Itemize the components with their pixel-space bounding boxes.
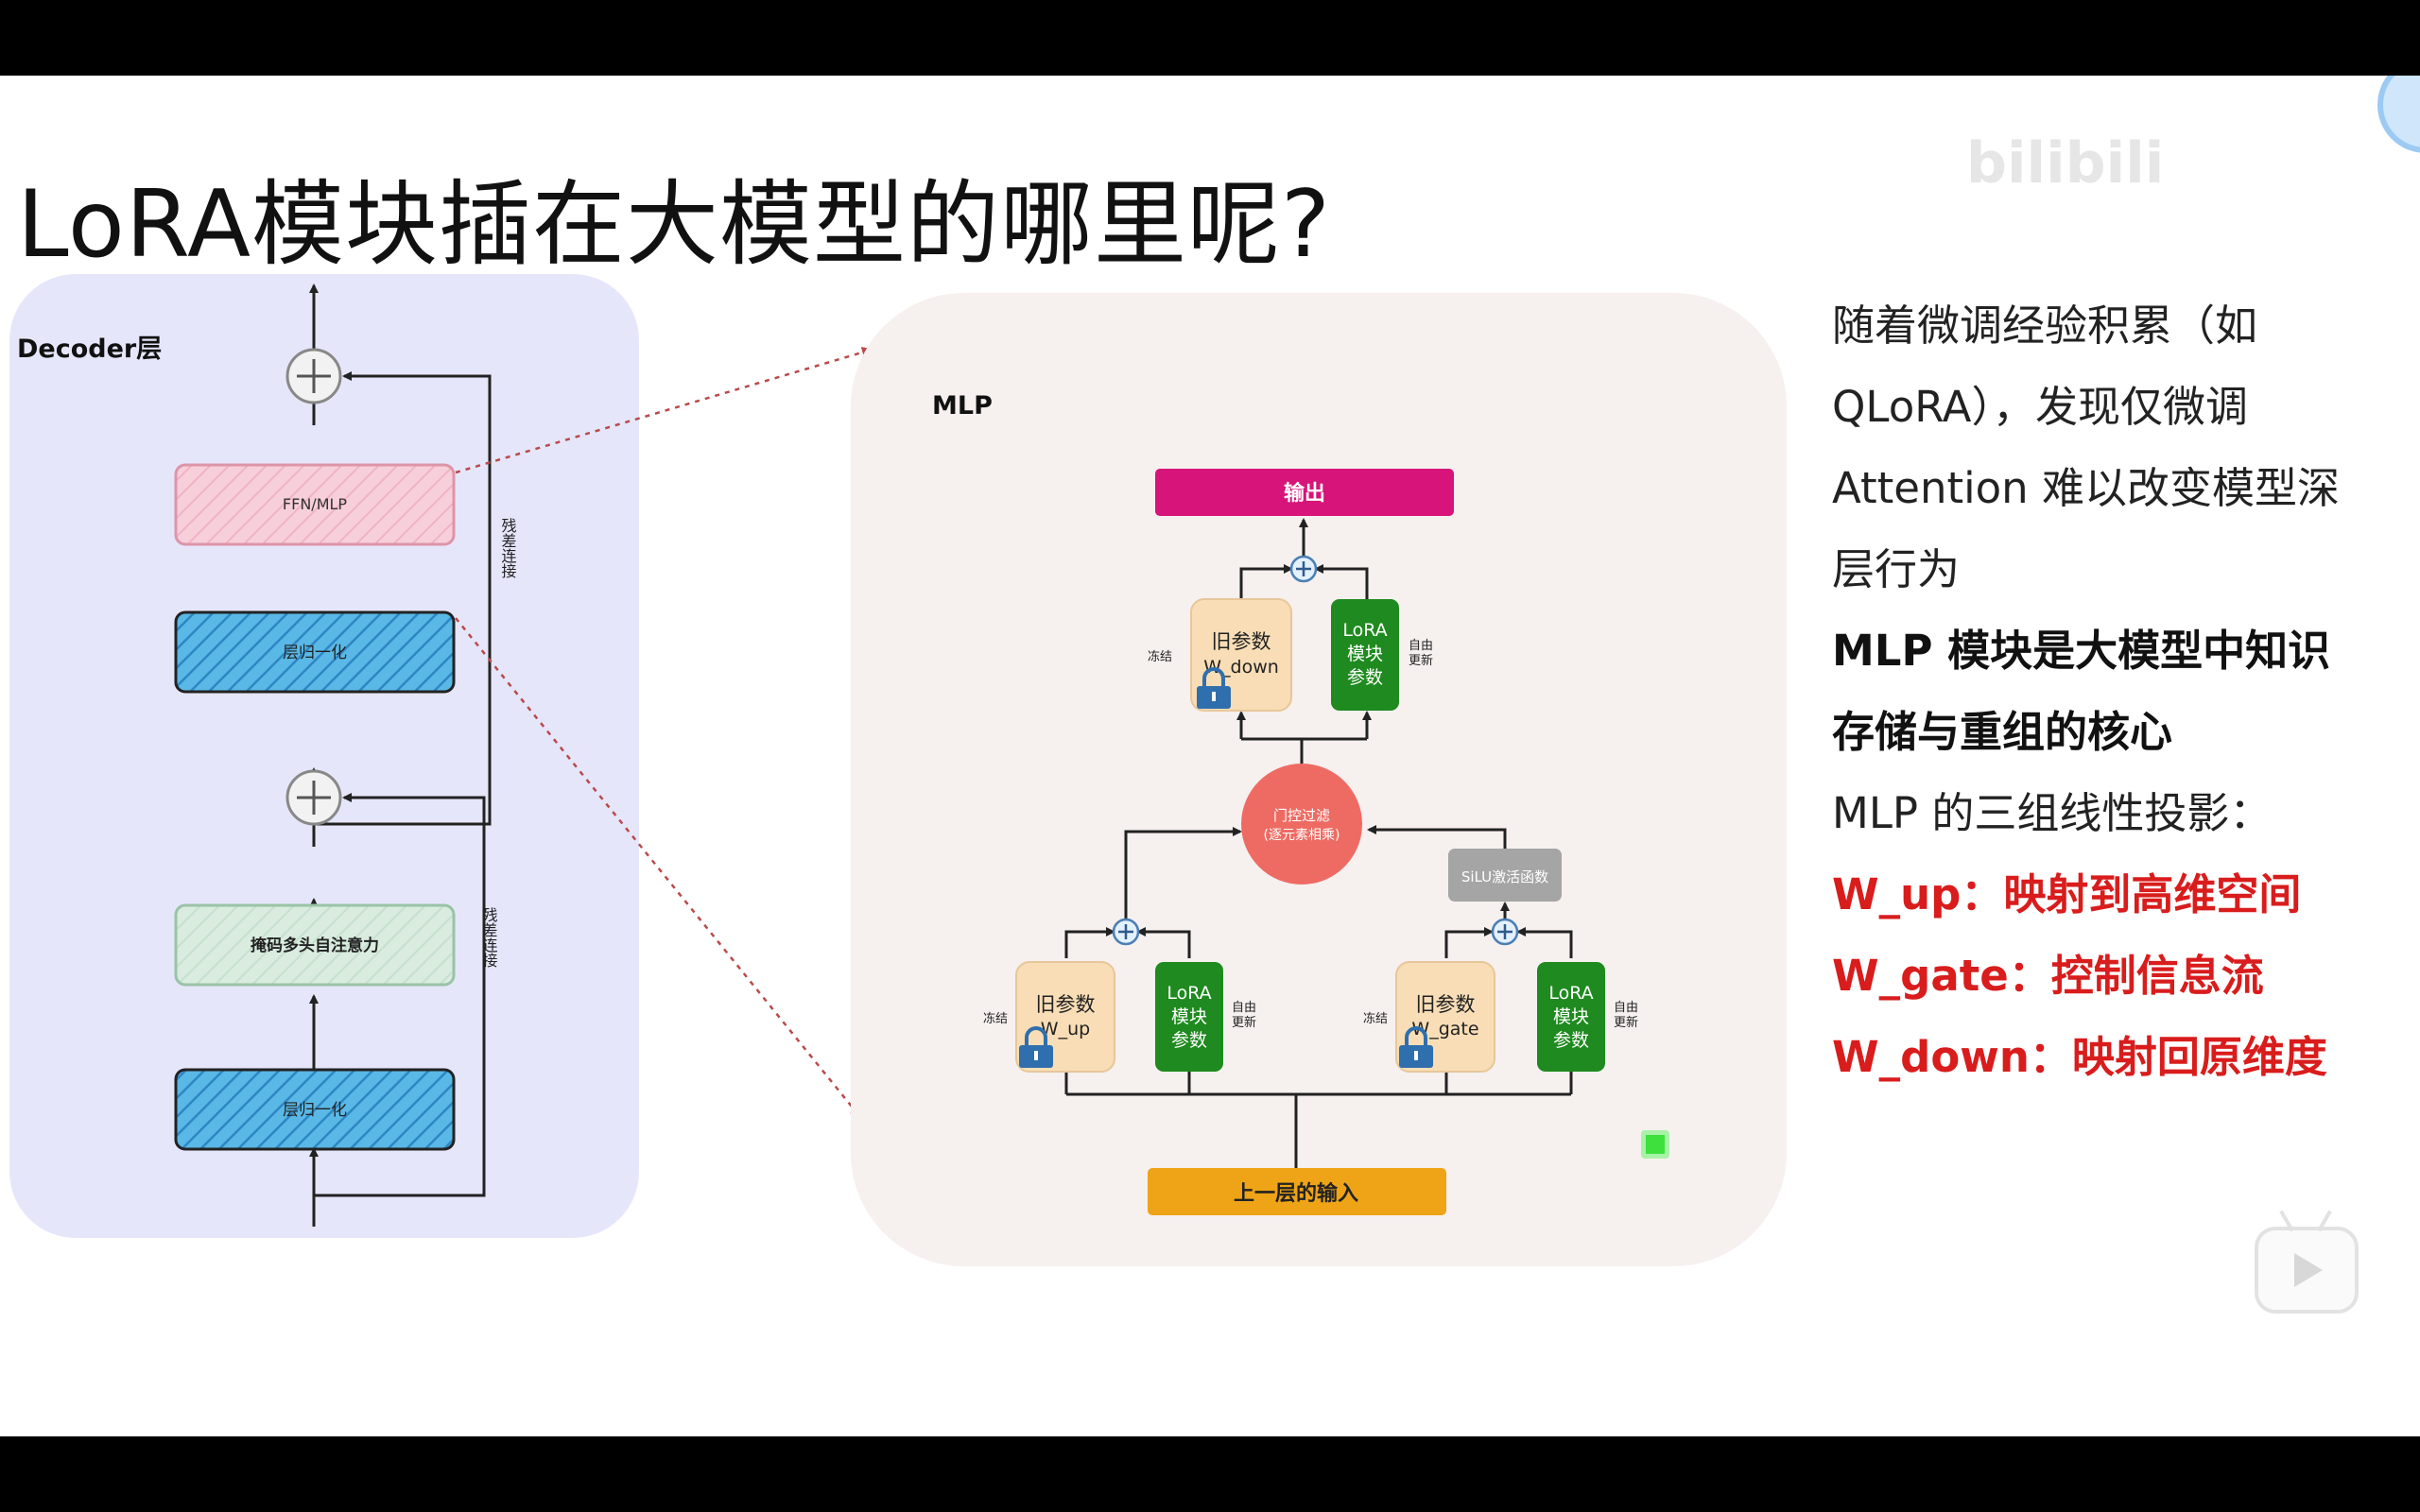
norm-bottom-label: 层归一化 xyxy=(283,1101,347,1120)
lock-icon xyxy=(1019,1026,1053,1068)
norm-box-bottom xyxy=(174,1068,456,1151)
old-param-down-line2: W_down xyxy=(1203,657,1279,678)
note-line-6: 存储与重组的核心 xyxy=(1832,707,2173,757)
free-update-up-line1: 自由 xyxy=(1232,1001,1256,1015)
lora-down-line3: 参数 xyxy=(1347,667,1383,688)
ffn-label: FFN/MLP xyxy=(283,495,347,513)
lora-up-line3: 参数 xyxy=(1171,1030,1207,1051)
free-update-gate-line2: 更新 xyxy=(1614,1015,1638,1030)
page-title: LoRA模块插在大模型的哪里呢? xyxy=(17,171,1332,279)
gate-node-label: 门控过滤 xyxy=(1273,807,1330,824)
input-box xyxy=(1148,1168,1446,1215)
note-line-2: QLoRA），发现仅微调 xyxy=(1832,382,2248,432)
note-w-up: W_up：映射到高维空间 xyxy=(1832,869,2302,919)
attention-box xyxy=(174,903,456,987)
free-update-gate-line1: 自由 xyxy=(1614,1001,1638,1015)
old-param-up-box xyxy=(1015,961,1115,1073)
zoom-arrow-bottom xyxy=(455,617,862,1119)
free-update-up-line2: 更新 xyxy=(1232,1015,1256,1030)
lora-down-line2: 模块 xyxy=(1347,644,1383,664)
gate-filter-node xyxy=(1241,764,1362,885)
frozen-up-label: 冻结 xyxy=(983,1011,1008,1026)
residual-top-label: 残差连接 xyxy=(499,518,517,579)
norm-box-top xyxy=(174,610,456,694)
lock-icon xyxy=(1399,1026,1433,1068)
gate-node-sublabel: (逐元素相乘) xyxy=(1264,828,1340,843)
lora-gate-box xyxy=(1537,962,1605,1072)
free-update-down-line2: 更新 xyxy=(1409,653,1433,668)
output-label: 输出 xyxy=(1284,481,1325,506)
note-w-down: W_down：映射回原维度 xyxy=(1832,1032,2327,1082)
bilibili-watermark: bilibili xyxy=(1966,130,2165,197)
notes-panel: 随着微调经验积累（如 QLoRA），发现仅微调 Attention 难以改变模型… xyxy=(1832,285,2399,1098)
lora-up-box xyxy=(1155,962,1223,1072)
slide: LoRA模块插在大模型的哪里呢? bilibili D xyxy=(0,76,2420,1436)
old-param-up-line2: W_up xyxy=(1041,1019,1090,1040)
old-param-gate-line2: W_gate xyxy=(1411,1019,1478,1040)
old-param-gate-line1: 旧参数 xyxy=(1416,993,1476,1016)
mlp-label: MLP xyxy=(932,391,993,421)
lock-icon xyxy=(1197,667,1231,709)
note-line-7: MLP 的三组线性投影： xyxy=(1832,788,2273,838)
silu-box xyxy=(1448,849,1562,902)
attention-label: 掩码多头自注意力 xyxy=(251,936,379,955)
architecture-diagram: Decoder层 层归一化 掩码多头自注意力 层归一化 FFN/MLP 残差连接… xyxy=(9,274,1787,1266)
norm-top-label: 层归一化 xyxy=(283,644,347,662)
note-line-4: 层行为 xyxy=(1832,544,1961,594)
note-line-1: 随着微调经验积累（如 xyxy=(1832,301,2258,351)
lora-gate-line1: LoRA xyxy=(1548,983,1593,1004)
old-param-up-line1: 旧参数 xyxy=(1036,993,1096,1016)
note-line-3: Attention 难以改变模型深 xyxy=(1832,463,2340,513)
residual-bottom-label: 残差连接 xyxy=(480,907,498,969)
cursor-dot xyxy=(1641,1130,1669,1159)
note-line-5: MLP 模块是大模型中知识 xyxy=(1832,626,2331,676)
lora-gate-line2: 模块 xyxy=(1553,1006,1589,1027)
input-label: 上一层的输入 xyxy=(1234,1181,1358,1206)
decoder-label: Decoder层 xyxy=(17,335,162,364)
decoder-panel xyxy=(9,274,639,1238)
output-box xyxy=(1155,469,1454,516)
frozen-gate-label: 冻结 xyxy=(1363,1011,1388,1026)
old-param-down-box xyxy=(1190,598,1292,712)
lora-down-line1: LoRA xyxy=(1342,620,1387,641)
frozen-down-label: 冻结 xyxy=(1148,649,1172,664)
silu-label: SiLU激活函数 xyxy=(1461,868,1548,885)
lora-up-line1: LoRA xyxy=(1167,983,1211,1004)
play-button[interactable] xyxy=(2255,1210,2359,1314)
old-param-down-line1: 旧参数 xyxy=(1212,630,1271,653)
free-update-down-line1: 自由 xyxy=(1409,639,1433,653)
old-param-gate-box xyxy=(1395,961,1495,1073)
lora-gate-line3: 参数 xyxy=(1553,1030,1589,1051)
lora-up-line2: 模块 xyxy=(1171,1006,1207,1027)
lora-down-box xyxy=(1331,599,1399,711)
ffn-box xyxy=(174,463,456,546)
note-w-gate: W_gate：控制信息流 xyxy=(1832,951,2264,1001)
play-icon xyxy=(2294,1253,2323,1287)
